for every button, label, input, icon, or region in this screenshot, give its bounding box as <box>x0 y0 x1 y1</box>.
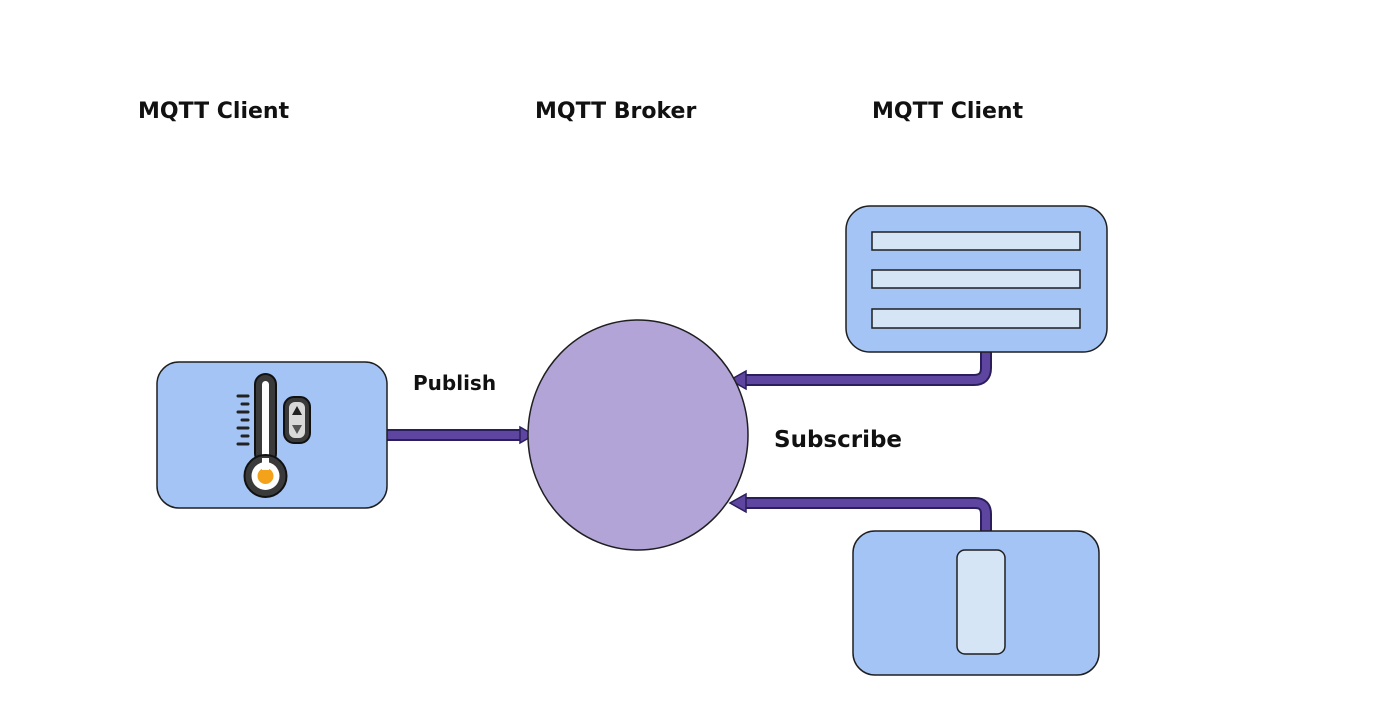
publish-arrow <box>387 425 536 445</box>
publish-label: Publish <box>413 371 496 395</box>
subscriber-client-bottom-node <box>852 530 1100 676</box>
subscriber-client-heading: MQTT Client <box>872 99 1024 124</box>
subscribe-arrow-bottom <box>728 492 992 531</box>
dashboard-icon <box>871 231 1081 329</box>
broker-heading: MQTT Broker <box>535 99 696 124</box>
subscriber-client-top-node <box>845 205 1108 353</box>
publisher-client-heading: MQTT Client <box>138 99 290 124</box>
phone-icon <box>956 549 1006 655</box>
publisher-client-node <box>156 361 388 509</box>
subscribe-label: Subscribe <box>774 427 902 453</box>
thermometer-icon <box>236 373 311 498</box>
subscribe-arrow-top <box>728 352 992 391</box>
broker-node <box>527 319 749 551</box>
